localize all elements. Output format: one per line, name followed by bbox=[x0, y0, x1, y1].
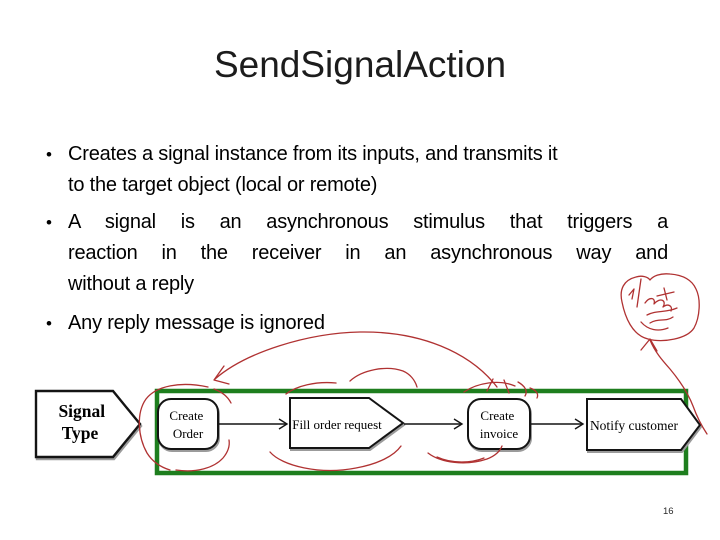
scribble-stroke bbox=[646, 307, 678, 316]
create-invoice-circle bbox=[427, 445, 503, 464]
scribble-stroke bbox=[640, 321, 669, 331]
scribble-stroke bbox=[663, 287, 668, 301]
invoice-top-scribble bbox=[463, 381, 516, 393]
connector-arrow-2 bbox=[404, 418, 464, 430]
page-number: 16 bbox=[663, 506, 674, 517]
node-label: Create Order bbox=[169, 408, 206, 441]
create-order-circle bbox=[213, 388, 232, 404]
scribble-stroke bbox=[636, 278, 642, 308]
bullet-line: without a reply bbox=[68, 273, 194, 295]
action-shape bbox=[467, 398, 531, 450]
bullet-list: Creates a signal instance from its input… bbox=[44, 139, 668, 345]
bullet-item-2: A signal is an asynchronous stimulus tha… bbox=[44, 207, 668, 300]
create-invoice-circle bbox=[436, 456, 485, 463]
node-label: Notify customer bbox=[590, 418, 679, 433]
signal-pentagon-shape bbox=[586, 398, 702, 451]
node-create-order: Create Order bbox=[157, 398, 219, 450]
bullet-line: Any reply message is ignored bbox=[68, 312, 325, 334]
scribble-blob-annotation bbox=[620, 273, 700, 342]
action-shape bbox=[157, 398, 219, 450]
bullet-item-1: Creates a signal instance from its input… bbox=[44, 139, 668, 201]
invoice-top-scribble bbox=[503, 379, 510, 394]
scribble-pointer-arrow bbox=[649, 339, 708, 435]
create-order-circle bbox=[175, 439, 230, 472]
long-arc-arrowhead bbox=[213, 365, 230, 385]
long-arc-arrow bbox=[214, 331, 498, 388]
node-label: Fill order request bbox=[292, 417, 382, 432]
invoice-top-scribble bbox=[529, 387, 539, 399]
bullet-line: reaction in the receiver in an asynchron… bbox=[68, 242, 668, 264]
signal-pentagon-shape bbox=[34, 389, 142, 459]
connector-arrow-1 bbox=[219, 418, 289, 430]
node-create-invoice: Create invoice bbox=[467, 398, 531, 450]
slide-title: SendSignalAction bbox=[213, 44, 507, 85]
node-notify-customer: Notify customer bbox=[586, 398, 702, 451]
node-label: Signal Type bbox=[58, 401, 109, 443]
bullet-line: Creates a signal instance from its input… bbox=[68, 143, 558, 165]
node-signal-type: Signal Type bbox=[34, 389, 142, 459]
red-annotations bbox=[138, 273, 708, 472]
small-arc-annotation bbox=[349, 367, 418, 388]
node-label: Create invoice bbox=[480, 408, 518, 441]
connector-arrow-3 bbox=[531, 418, 585, 430]
bullet-line: to the target object (local or remote) bbox=[68, 174, 378, 196]
scribble-stroke bbox=[644, 297, 673, 312]
scribble-pointer-arrowhead bbox=[640, 338, 658, 352]
invoice-top-scribble bbox=[517, 381, 527, 397]
fill-order-circle bbox=[285, 381, 337, 395]
signal-pentagon-shape bbox=[289, 397, 405, 449]
node-fill-order-request: Fill order request bbox=[289, 397, 405, 449]
scribble-stroke bbox=[628, 288, 635, 300]
bullet-item-3: Any reply message is ignored bbox=[44, 308, 668, 339]
bullet-line: A signal is an asynchronous stimulus tha… bbox=[68, 211, 668, 233]
fill-order-circle bbox=[269, 445, 402, 472]
create-order-circle bbox=[138, 383, 209, 471]
scribble-stroke bbox=[649, 316, 674, 324]
invoice-top-scribble bbox=[486, 378, 494, 392]
